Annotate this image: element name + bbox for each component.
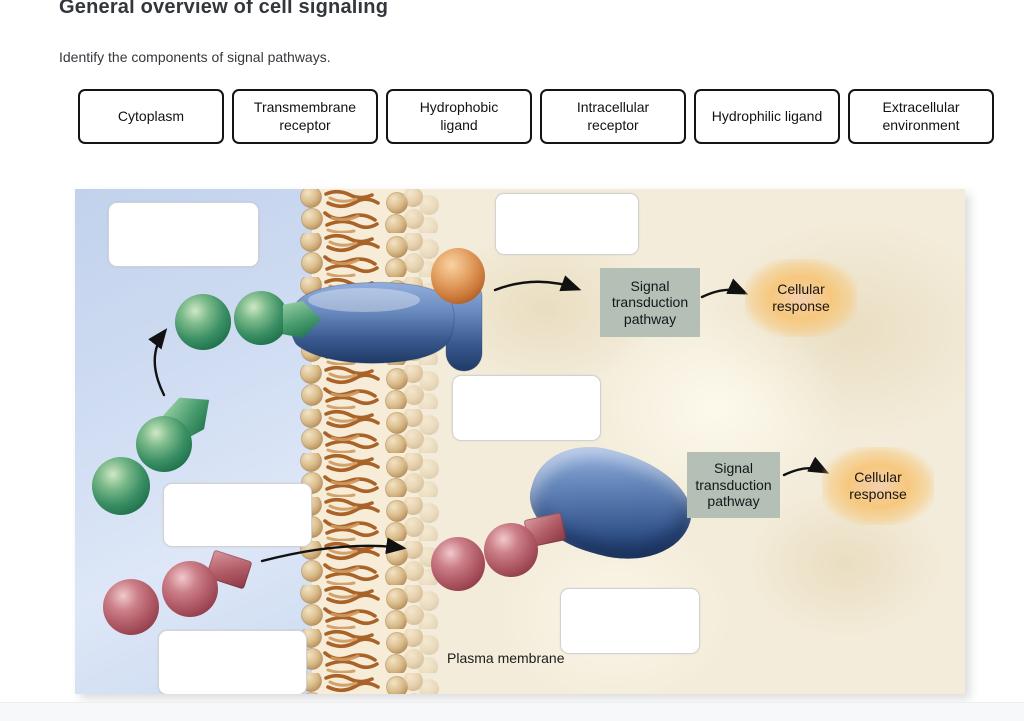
- drop-zone-left[interactable]: [163, 483, 312, 547]
- hydrophobic-ligand-molecule: [136, 416, 192, 472]
- hydrophilic-ligand-molecule: [162, 561, 218, 617]
- drop-zone-middle[interactable]: [452, 375, 601, 441]
- label-chip-intracellular-receptor[interactable]: Intracellular receptor: [540, 89, 686, 144]
- pathway-arrows: [148, 275, 830, 563]
- signal-transduction-pathway-box-2: Signal transduction pathway: [687, 452, 780, 518]
- cell-signaling-diagram: Signal transduction pathway Signal trans…: [75, 189, 965, 694]
- label-bank: Cytoplasm Transmembrane receptor Hydroph…: [78, 89, 994, 144]
- arrow-ligand-activation: [148, 328, 168, 397]
- plasma-membrane-graphic: [300, 189, 440, 694]
- hydrophilic-ligand-molecule: [431, 537, 485, 591]
- footer-strip: [0, 702, 1024, 721]
- cellular-response-label-1: Cellular response: [745, 259, 857, 337]
- label-chip-cytoplasm[interactable]: Cytoplasm: [78, 89, 224, 144]
- hydrophilic-ligand-graphic: [431, 248, 485, 304]
- drop-zone-bottom-left[interactable]: [158, 630, 307, 694]
- arrow-ligand-crosses-membrane: [260, 537, 407, 563]
- hydrophobic-ligand-molecule: [234, 291, 288, 345]
- arrow-pathway1-to-response: [700, 278, 749, 299]
- instruction-text: Identify the components of signal pathwa…: [59, 49, 331, 65]
- drop-zone-top-left[interactable]: [108, 202, 259, 267]
- drop-zone-top-right[interactable]: [495, 193, 639, 255]
- label-chip-hydrophilic-ligand[interactable]: Hydrophilic ligand: [694, 89, 840, 144]
- hydrophobic-ligand-molecule: [92, 457, 150, 515]
- label-chip-hydrophobic-ligand[interactable]: Hydrophobic ligand: [386, 89, 532, 144]
- label-chip-transmembrane-receptor[interactable]: Transmembrane receptor: [232, 89, 378, 144]
- hydrophilic-ligand-molecule: [103, 579, 159, 635]
- cellular-response-label-2: Cellular response: [822, 447, 934, 525]
- label-chip-extracellular-environment[interactable]: Extracellular environment: [848, 89, 994, 144]
- hydrophilic-ligand-molecule: [484, 523, 538, 577]
- page-title: General overview of cell signaling: [59, 0, 389, 18]
- plasma-membrane-label: Plasma membrane: [447, 650, 565, 666]
- arrow-pathway2-to-response: [782, 456, 830, 477]
- drop-zone-bottom-right[interactable]: [560, 588, 700, 654]
- hydrophobic-ligand-molecule: [175, 294, 231, 350]
- signal-transduction-pathway-box-1: Signal transduction pathway: [600, 268, 700, 337]
- arrow-receptor-to-pathway: [493, 275, 582, 292]
